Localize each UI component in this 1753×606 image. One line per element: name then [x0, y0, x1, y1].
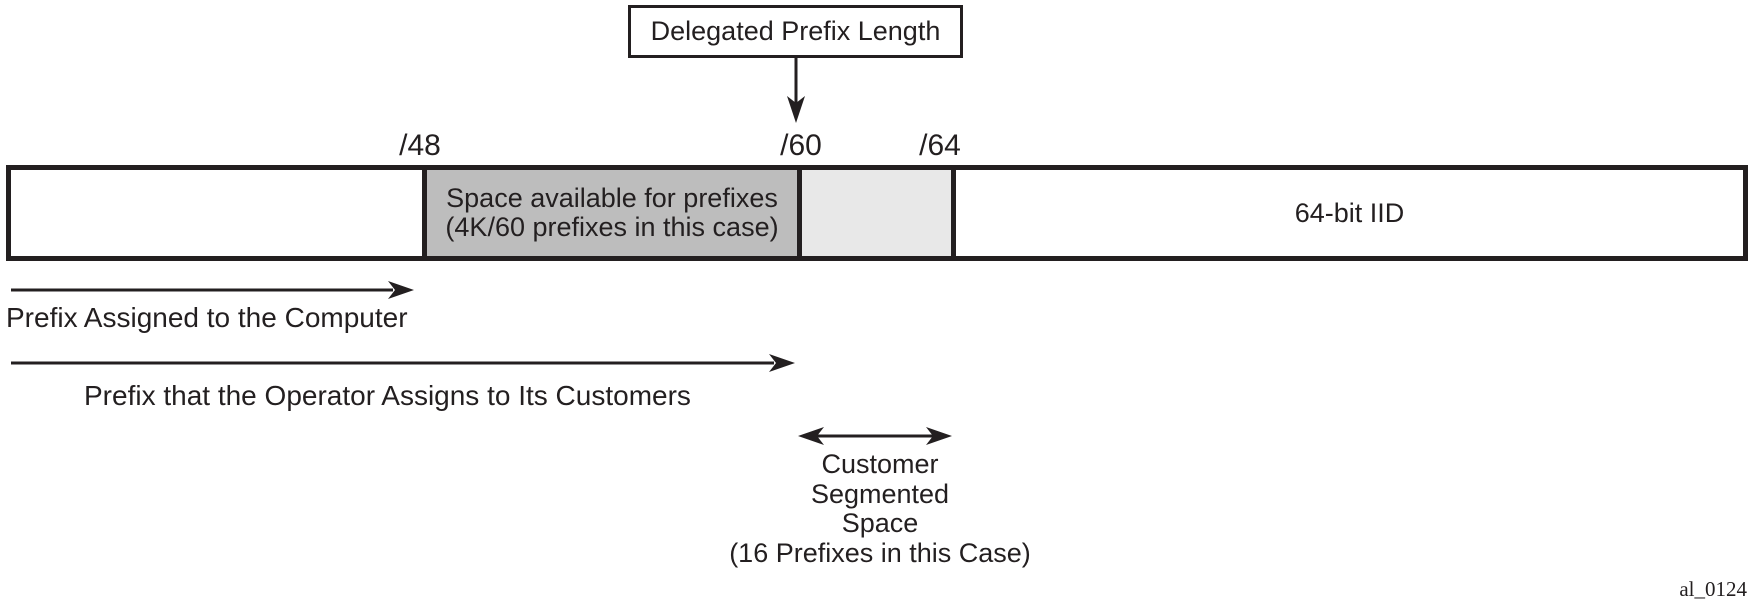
customer-segmented-space-label: Customer Segmented Space (16 Prefixes in… — [680, 449, 1080, 568]
tick-label-60: /60 — [780, 129, 822, 162]
callout-label: Delegated Prefix Length — [650, 16, 941, 46]
operator-prefix-label: Prefix that the Operator Assigns to Its … — [84, 380, 691, 411]
computer-prefix-arrow-icon — [11, 281, 414, 299]
operator-prefix-arrow-icon — [11, 354, 795, 372]
customer-space-line1: Customer — [821, 449, 939, 479]
delegated-prefix-length-callout: Delegated Prefix Length — [628, 5, 963, 58]
customer-space-line2: Segmented — [810, 478, 950, 509]
segment-customer-segmented-space — [797, 170, 951, 256]
computer-prefix-label: Prefix Assigned to the Computer — [6, 302, 408, 333]
delegated-prefix-down-arrow-icon — [787, 58, 805, 123]
customer-space-line3: Space — [841, 508, 919, 538]
available-space-label-line1: Space available for prefixes — [446, 182, 778, 213]
tick-label-48: /48 — [399, 129, 441, 162]
available-space-label-line2: (4K/60 prefixes in this case) — [445, 212, 779, 242]
figure-id-label: al_0124 — [1679, 577, 1747, 601]
tick-label-64: /64 — [919, 129, 961, 162]
segment-64bit-iid: 64-bit IID — [951, 170, 1743, 256]
iid-label: 64-bit IID — [1294, 197, 1405, 228]
customer-space-line4: (16 Prefixes in this Case) — [729, 537, 1031, 568]
customer-space-double-arrow-icon — [798, 427, 952, 445]
address-space-bar: Space available for prefixes (4K/60 pref… — [6, 165, 1748, 261]
segment-site-prefix — [11, 170, 422, 256]
segment-available-prefix-space: Space available for prefixes (4K/60 pref… — [422, 170, 797, 256]
